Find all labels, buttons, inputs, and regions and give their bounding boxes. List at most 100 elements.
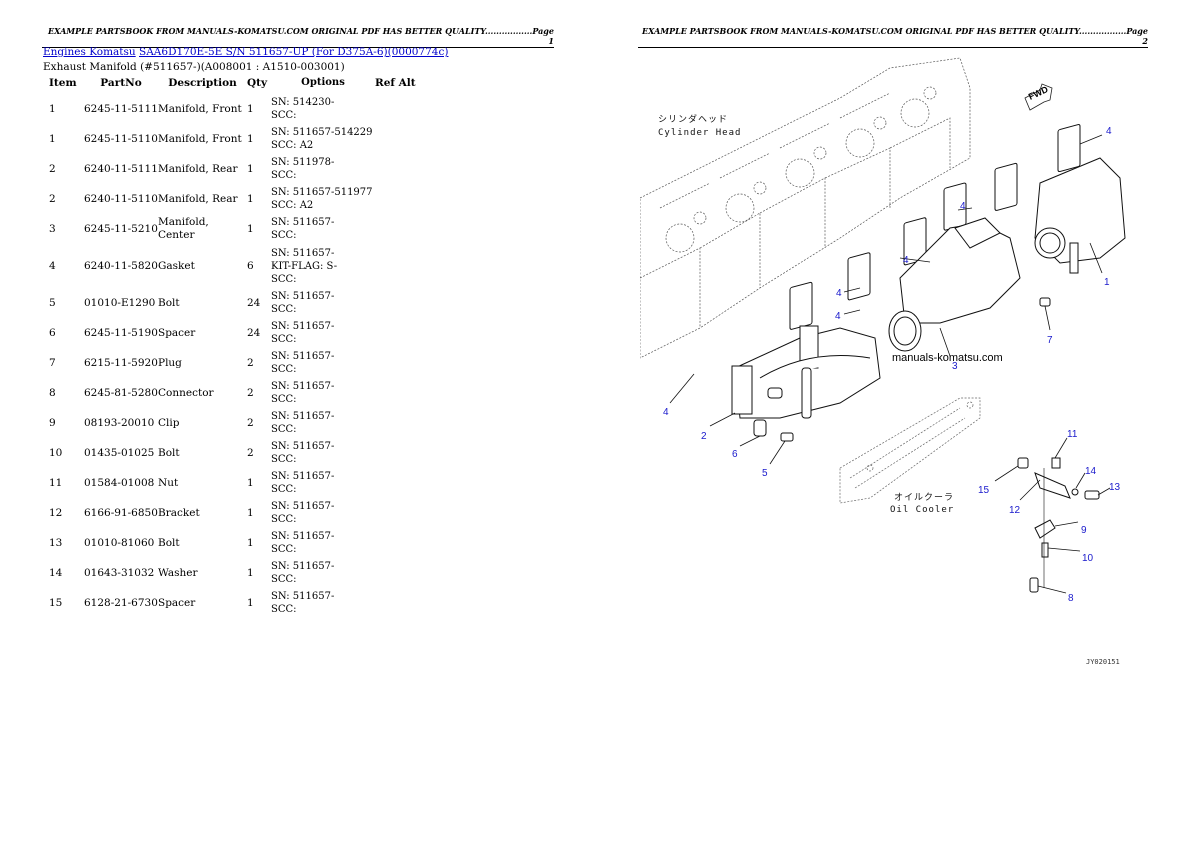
qty-cell: 6 <box>247 259 254 272</box>
refalt-cell <box>375 94 425 124</box>
description-cell: Manifold, Front <box>158 132 242 145</box>
options-cell: SN: 511657-SCC: <box>271 468 375 498</box>
exploded-parts-diagram: シリンダヘッド Cylinder Head オイルクーラ Oil Cooler … <box>640 48 1160 668</box>
qty-cell: 1 <box>247 476 254 489</box>
callout-label: 8 <box>1068 593 1074 604</box>
item-cell: 1 <box>49 132 56 145</box>
qty-cell: 1 <box>247 536 254 549</box>
options-line: SN: 514230- <box>271 97 335 108</box>
callout-label: 12 <box>1009 505 1021 516</box>
partno-cell: 01643-31032 <box>84 566 155 579</box>
partno-cell: 6245-11-5190 <box>84 326 158 339</box>
options-line: SN: 511657-511977 <box>271 187 373 198</box>
options-line: SCC: <box>271 364 297 375</box>
diagram-illustration <box>640 57 1126 594</box>
callout-label: 11 <box>1067 429 1078 440</box>
item-cell: 11 <box>49 476 63 489</box>
options-line: SCC: <box>271 110 297 121</box>
options-cell: SN: 511657-SCC: <box>271 288 375 318</box>
callout-label: 4 <box>960 201 966 212</box>
item-cell: 13 <box>49 536 63 549</box>
column-header-description: Description <box>168 77 237 89</box>
options-cell: SN: 511657- SCC: <box>271 588 375 618</box>
options-cell: SN: 511657-SCC: <box>271 438 375 468</box>
item-cell: 9 <box>49 416 56 429</box>
page-title: Exhaust Manifold (#511657-)(A008001 : A1… <box>43 61 345 73</box>
callout-label: 4 <box>835 311 841 322</box>
item-cell: 2 <box>49 162 56 175</box>
options-cell: SN: 511657-SCC: <box>271 348 375 378</box>
callout-label: 1 <box>1104 277 1110 288</box>
options-line: SCC: <box>271 334 297 345</box>
partno-cell: 6240-11-5820 <box>84 259 158 272</box>
description-cell: Plug <box>158 356 182 369</box>
options-line: SN: 511657- <box>271 501 335 512</box>
breadcrumb-link-model[interactable]: SAA6D170E-5E S/N 511657-UP (For D375A-6)… <box>139 46 449 58</box>
options-line: SCC: A2 <box>271 140 314 151</box>
item-cell: 14 <box>49 566 63 579</box>
breadcrumb: Engines Komatsu SAA6D170E-5E S/N 511657-… <box>43 45 448 59</box>
refalt-cell <box>375 184 425 214</box>
refalt-cell <box>375 528 425 558</box>
description-cell: Manifold, Rear <box>158 192 238 205</box>
options-cell: SN: 511657-KIT-FLAG: S-SCC: <box>271 244 375 288</box>
options-line: SN: 511657-514229 <box>271 127 373 138</box>
options-line: SN: 511657- <box>271 321 335 332</box>
callout-label: 4 <box>836 288 842 299</box>
options-line: SCC: <box>271 424 297 435</box>
qty-cell: 1 <box>247 506 254 519</box>
options-line: SCC: <box>271 604 297 615</box>
options-cell: SN: 511657-SCC: <box>271 498 375 528</box>
refalt-cell <box>375 244 425 288</box>
refalt-cell <box>375 214 425 244</box>
callout-label: 5 <box>762 468 768 479</box>
options-line: SN: 511657- <box>271 561 335 572</box>
refalt-cell <box>375 288 425 318</box>
partno-cell: 6245-81-5280 <box>84 386 158 399</box>
refalt-cell <box>375 154 425 184</box>
callout-label: 2 <box>701 431 707 442</box>
item-cell: 7 <box>49 356 56 369</box>
item-cell: 8 <box>49 386 56 399</box>
qty-cell: 1 <box>247 162 254 175</box>
column-header-refalt: Ref Alt <box>375 77 416 89</box>
description-cell: Manifold, Front <box>158 102 242 115</box>
options-line: SN: 511657- <box>271 591 335 602</box>
options-line: SN: 511657- <box>271 291 335 302</box>
page-2-header: EXAMPLE PARTSBOOK FROM MANUALS-KOMATSU.C… <box>638 26 1148 48</box>
refalt-cell <box>375 498 425 528</box>
oil-cooler-label-jp: オイルクーラ <box>894 493 955 503</box>
callout-label: 4 <box>663 407 669 418</box>
refalt-cell <box>375 468 425 498</box>
options-cell: SN: 511657- SCC: <box>271 558 375 588</box>
description-cell: Washer <box>158 566 198 579</box>
description-cell: Manifold, Center <box>158 216 209 241</box>
qty-cell: 1 <box>247 566 254 579</box>
column-header-item: Item <box>49 77 77 89</box>
options-line: SCC: <box>271 394 297 405</box>
description-cell: Bolt <box>158 536 180 549</box>
column-header-partno: PartNo <box>100 77 142 89</box>
qty-cell: 1 <box>247 102 254 115</box>
item-cell: 5 <box>49 296 56 309</box>
description-cell: Manifold, Rear <box>158 162 238 175</box>
options-line: SCC: <box>271 574 297 585</box>
qty-cell: 2 <box>247 356 254 369</box>
item-cell: 4 <box>49 259 56 272</box>
cylinder-head-label-jp: シリンダヘッド <box>658 115 729 125</box>
description-cell: Nut <box>158 476 179 489</box>
breadcrumb-link-engines[interactable]: Engines Komatsu <box>43 46 136 58</box>
partno-cell: 6245-11-5210 <box>84 222 158 235</box>
partno-cell: 6215-11-5920 <box>84 356 158 369</box>
qty-cell: 1 <box>247 132 254 145</box>
options-line: SN: 511978- <box>271 157 335 168</box>
partno-cell: 01010-E1290 <box>84 296 156 309</box>
